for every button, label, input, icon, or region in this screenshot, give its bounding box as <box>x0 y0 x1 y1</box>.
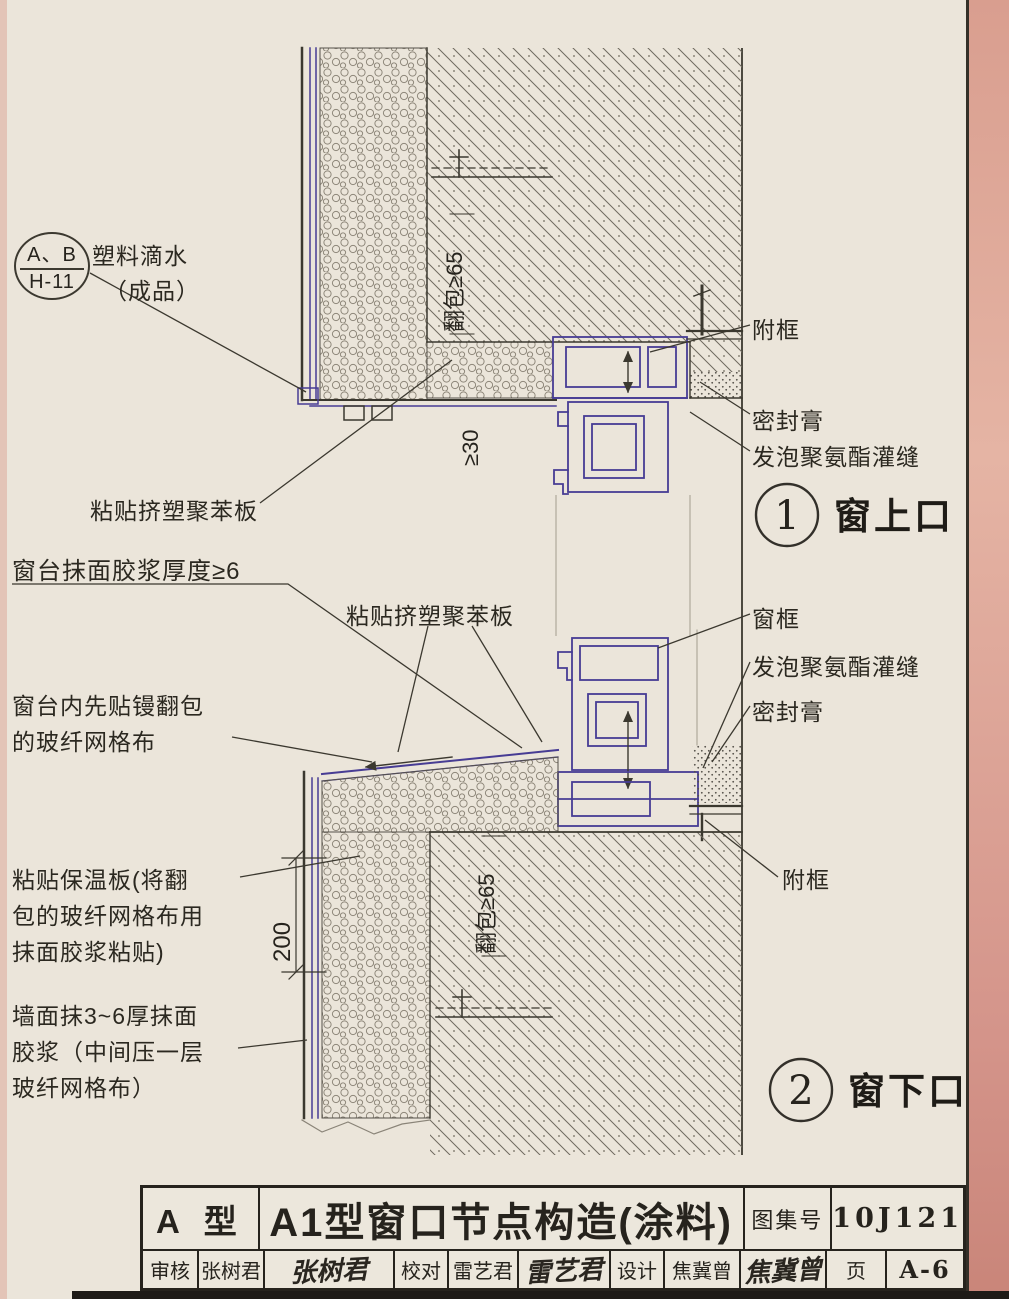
label-window-frame: 窗框 <box>752 606 800 632</box>
dim-wrap-bottom: 翻包≥65 <box>474 873 499 954</box>
projection-lines <box>555 495 691 636</box>
label-xps-board-bottom: 粘贴挤塑聚苯板 <box>346 603 514 629</box>
label-mesh-note-2: 的玻纤网格布 <box>12 729 156 755</box>
design-label: 设计 <box>609 1251 663 1288</box>
torn-edge <box>301 1119 431 1135</box>
dim-200: 200 <box>269 922 296 962</box>
soffit-insulation <box>426 341 554 399</box>
label-board-note-3: 抹面胶浆粘贴) <box>12 939 165 965</box>
leader-lines <box>12 272 779 1049</box>
sill-mesh-line <box>320 748 560 776</box>
detail1-title: 窗上口 <box>834 496 954 537</box>
concrete-wall-hatch <box>430 832 742 1155</box>
detail2-number: 2 <box>788 1068 813 1114</box>
insulation-board-column <box>321 831 431 1119</box>
window-sash-profile <box>553 401 669 495</box>
dimension-200-lines <box>281 850 327 980</box>
dim-min30: ≥30 <box>458 429 483 466</box>
page-number: A-6 <box>885 1251 963 1288</box>
label-plaster-note-1: 墙面抹3~6厚抹面 <box>12 1003 199 1029</box>
anchor-fastener <box>431 149 553 178</box>
label-sill-mortar-note: 窗台抹面胶浆厚度≥6 <box>12 558 241 585</box>
slope-arrow <box>364 756 453 771</box>
ref-bubble-bottom: H-11 <box>29 271 75 293</box>
page-label: 页 <box>825 1251 885 1288</box>
atlas-number: 10J121 <box>830 1188 963 1249</box>
detail2-callout: 2 窗下口 <box>768 1057 968 1123</box>
scan-edge-bottom <box>72 1291 1009 1299</box>
title-block-row-1: A 型 A1型窗口节点构造(涂料) 图集号 10J121 <box>143 1188 963 1251</box>
insulation-board-column <box>319 47 428 401</box>
label-board-note-2: 包的玻纤网格布用 <box>12 903 204 929</box>
atlas-number-label: 图集号 <box>742 1188 831 1249</box>
label-aux-frame-bottom: 附框 <box>782 867 830 893</box>
title-block: A 型 A1型窗口节点构造(涂料) 图集号 10J121 审核 张树君 张树君 … <box>140 1185 966 1291</box>
label-plastic-drip: 塑料滴水 <box>92 243 188 269</box>
window-sash-profile <box>557 637 669 771</box>
check-name: 雷艺君 <box>447 1251 517 1288</box>
check-signature: 雷艺君 <box>524 1254 604 1290</box>
sheet-type: A 型 <box>155 1202 245 1240</box>
label-board-note-1: 粘贴保温板(将翻 <box>12 867 189 893</box>
design-signature: 焦冀曾 <box>743 1254 823 1290</box>
detail1-window-head-drawing <box>297 46 744 495</box>
label-plaster-note-3: 玻纤网格布） <box>12 1075 156 1101</box>
sill-insulation-wedge <box>321 756 559 833</box>
detail-reference-bubble: A、B H-11 <box>14 232 90 300</box>
label-sealant-top: 密封膏 <box>752 408 824 434</box>
review-signature: 张树君 <box>289 1254 369 1290</box>
label-xps-board-top: 粘贴挤塑聚苯板 <box>90 498 258 524</box>
label-plastic-drip-2: （成品） <box>104 278 200 304</box>
concrete-wall-hatch <box>427 48 742 342</box>
auxiliary-frame-profile <box>552 336 688 399</box>
mortar-dots <box>690 372 742 398</box>
title-block-row-2: 审核 张树君 张树君 校对 雷艺君 雷艺君 设计 焦冀曾 焦冀曾 页 A-6 <box>143 1251 963 1290</box>
jamb-hatch <box>690 342 742 372</box>
review-label: 审核 <box>150 1261 190 1283</box>
scan-edge-left <box>0 0 7 1299</box>
sheet-title: A1型窗口节点构造(涂料) <box>257 1188 743 1249</box>
label-pu-foam-top: 发泡聚氨酯灌缝 <box>752 444 920 470</box>
design-name: 焦冀曾 <box>663 1251 739 1288</box>
label-plaster-note-2: 胶浆（中间压一层 <box>12 1039 204 1065</box>
detail1-callout: 1 窗上口 <box>754 482 954 548</box>
label-aux-frame-top: 附框 <box>752 317 800 343</box>
detail2-window-sill-drawing <box>281 629 744 1155</box>
label-pu-foam-bottom: 发泡聚氨酯灌缝 <box>752 654 920 680</box>
label-mesh-note-1: 窗台内先贴镘翻包 <box>12 693 204 719</box>
plastic-drip-profile <box>297 387 319 405</box>
detail1-number: 1 <box>774 493 799 539</box>
scan-edge-right <box>966 0 1009 1299</box>
check-label: 校对 <box>393 1251 447 1288</box>
anchor-fastener <box>435 989 553 1018</box>
dim-wrap-top: 翻包≥65 <box>442 251 467 332</box>
review-name: 张树君 <box>197 1251 263 1288</box>
detail2-title: 窗下口 <box>848 1071 968 1112</box>
ref-bubble-top: A、B <box>20 238 84 270</box>
label-sealant-bottom: 密封膏 <box>752 699 824 725</box>
